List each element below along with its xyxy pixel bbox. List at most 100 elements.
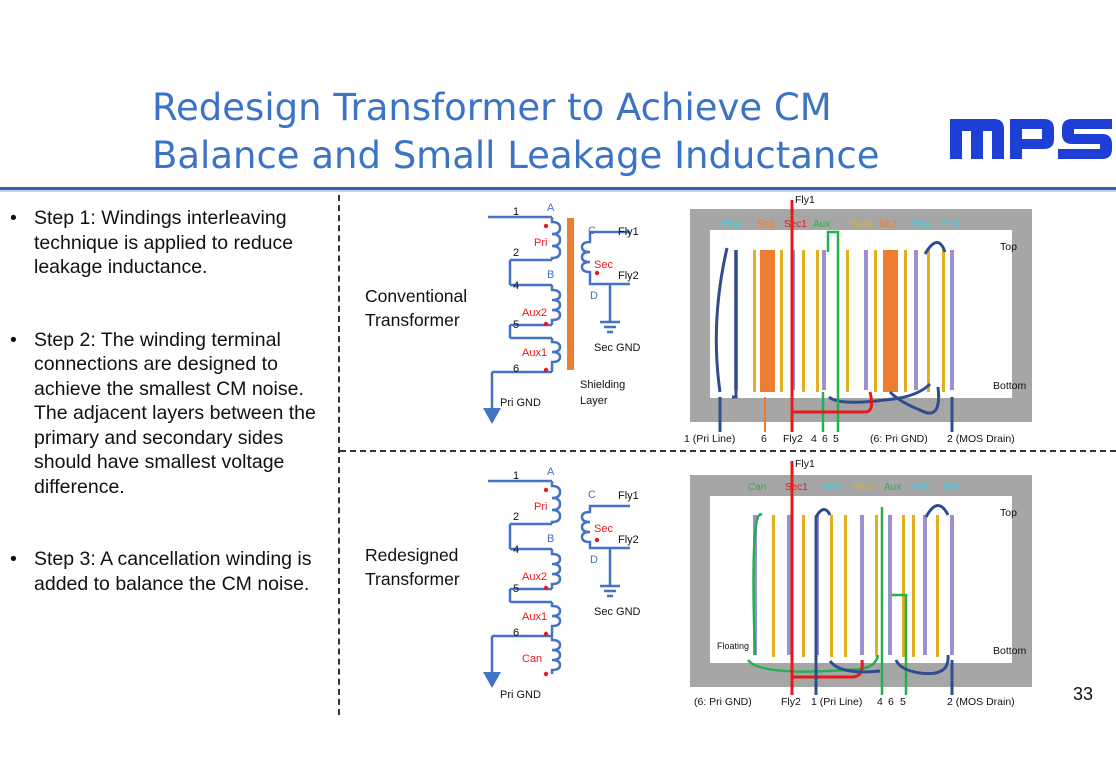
mps-logo-graphic xyxy=(950,119,1112,159)
sec-coil xyxy=(580,504,630,550)
svg-text:Sec1: Sec1 xyxy=(785,482,808,493)
svg-text:4: 4 xyxy=(877,696,883,708)
core-outline xyxy=(690,475,1032,687)
bullet-step-2: Step 2: The winding terminal connections… xyxy=(8,328,330,500)
shielding-label-1: Shielding xyxy=(580,379,625,391)
svg-text:Sec: Sec xyxy=(594,523,613,535)
pri-coil xyxy=(550,481,562,524)
pri-dot xyxy=(543,223,549,229)
layer-aux-label: Aux xyxy=(813,219,830,230)
conventional-caption-line-2: Transformer xyxy=(365,310,460,330)
svg-text:Sec GND: Sec GND xyxy=(594,606,641,618)
svg-text:Top: Top xyxy=(1000,507,1017,519)
pin-6-label: 6 xyxy=(513,363,519,375)
layer-pri1-label: Pri1 xyxy=(723,219,741,230)
pri-gnd-arrow xyxy=(483,408,501,424)
aux1-dot xyxy=(543,367,549,373)
svg-text:Aux1: Aux1 xyxy=(522,611,547,623)
aux-wire xyxy=(826,230,840,432)
title-line-2: Balance and Small Leakage Inductance xyxy=(152,134,880,177)
svg-text:Bottom: Bottom xyxy=(993,645,1027,657)
svg-text:C: C xyxy=(588,489,596,501)
svg-text:6: 6 xyxy=(513,627,519,639)
title-rule-shadow xyxy=(0,190,1116,192)
svg-text:1 (Pri Line): 1 (Pri Line) xyxy=(811,696,862,708)
aux1-coil xyxy=(550,602,562,636)
bottom-fly2-label: Fly2 xyxy=(783,433,803,445)
sec-dot xyxy=(594,270,600,276)
page-number: 33 xyxy=(1073,684,1094,704)
svg-text:B: B xyxy=(547,533,554,545)
pin-1-label: 1 xyxy=(513,206,519,218)
bullet-step-1: Step 1: Windings interleaving technique … xyxy=(8,206,330,280)
svg-text:Sec2: Sec2 xyxy=(852,482,875,493)
svg-text:Pri GND: Pri GND xyxy=(500,689,541,701)
node-a-label: A xyxy=(547,202,555,214)
conventional-cross-section: Pri1 Sh1 Sec1 Aux Sec2 Sh2 Pri2 Pri3 Fly… xyxy=(684,194,1032,445)
pri-gnd-label: Pri GND xyxy=(500,397,541,409)
svg-text:1: 1 xyxy=(513,470,519,482)
redesigned-caption-line-1: Redesigned xyxy=(365,545,459,565)
bottom-5-label: 5 xyxy=(833,433,839,445)
redesigned-cross-section: Can Sec1 Pri1 Sec2 Aux Pri2 Pri3 Fly1 To… xyxy=(690,458,1032,708)
aux1-coil xyxy=(550,338,562,372)
slide-title: Redesign Transformer to Achieve CM Balan… xyxy=(152,84,879,180)
svg-text:Pri: Pri xyxy=(534,501,547,513)
svg-text:2: 2 xyxy=(513,511,519,523)
conventional-caption-line-1: Conventional xyxy=(365,286,468,306)
bullet-list: Step 1: Windings interleaving technique … xyxy=(8,206,330,596)
svg-text:(6: Pri GND): (6: Pri GND) xyxy=(694,696,752,708)
pri-winding-label: Pri xyxy=(534,237,547,249)
aux2-coil xyxy=(550,549,562,589)
bottom-6-label: 6 xyxy=(761,433,767,445)
can-coil xyxy=(550,636,562,674)
mps-logo xyxy=(950,115,1112,168)
bottom-pri-line-label: 1 (Pri Line) xyxy=(684,433,735,445)
sec-winding-label: Sec xyxy=(594,259,613,271)
shielding-layer-bar xyxy=(567,218,574,370)
svg-text:Fly1: Fly1 xyxy=(618,490,639,502)
bottom-4-label: 4 xyxy=(811,433,817,445)
svg-text:Pri2: Pri2 xyxy=(913,482,931,493)
svg-text:Fly1: Fly1 xyxy=(795,458,815,470)
redesigned-caption: Redesigned Transformer xyxy=(365,543,460,591)
pri-line-wire xyxy=(714,247,729,393)
top-label: Top xyxy=(1000,241,1017,253)
bullet-step-3: Step 3: A cancellation winding is added … xyxy=(8,547,330,596)
title-rule xyxy=(0,187,1116,190)
core-outline xyxy=(690,209,1032,422)
shield-1 xyxy=(760,250,775,392)
pri-coil xyxy=(550,217,562,260)
layer-sec1-label: Sec1 xyxy=(784,219,807,230)
layer-sh1-label: Sh1 xyxy=(757,219,775,230)
svg-text:5: 5 xyxy=(900,696,906,708)
svg-text:Aux2: Aux2 xyxy=(522,571,547,583)
svg-text:D: D xyxy=(590,554,598,566)
aux2-dot xyxy=(543,321,549,327)
redesigned-schematic: 1 2 4 5 6 Fly1 Fly2 Sec GND Pri GND A B … xyxy=(483,466,641,701)
sec-coil xyxy=(580,230,630,286)
pin-2-label: 2 xyxy=(513,247,519,259)
svg-text:Pri1: Pri1 xyxy=(823,482,841,493)
bottom-mos-drain-label: 2 (MOS Drain) xyxy=(947,433,1015,445)
fly1-label: Fly1 xyxy=(618,226,639,238)
svg-text:6: 6 xyxy=(888,696,894,708)
top-fly1-label: Fly1 xyxy=(795,194,815,206)
bottom-label: Bottom xyxy=(993,380,1027,392)
svg-text:Aux: Aux xyxy=(884,482,901,493)
aux2-winding-label: Aux2 xyxy=(522,307,547,319)
svg-text:Fly2: Fly2 xyxy=(781,696,801,708)
aux1-winding-label: Aux1 xyxy=(522,347,547,359)
svg-text:Can: Can xyxy=(748,482,766,493)
title-line-1: Redesign Transformer to Achieve CM xyxy=(152,86,832,129)
node-b-label: B xyxy=(547,269,554,281)
svg-text:4: 4 xyxy=(513,544,519,556)
pin-5-label: 5 xyxy=(513,319,519,331)
svg-text:Pri3: Pri3 xyxy=(943,482,961,493)
node-d-label: D xyxy=(590,290,598,302)
bottom-6b-label: 6 xyxy=(822,433,828,445)
svg-text:Can: Can xyxy=(522,653,542,665)
aux2-coil xyxy=(550,285,562,325)
svg-text:Fly2: Fly2 xyxy=(618,534,639,546)
